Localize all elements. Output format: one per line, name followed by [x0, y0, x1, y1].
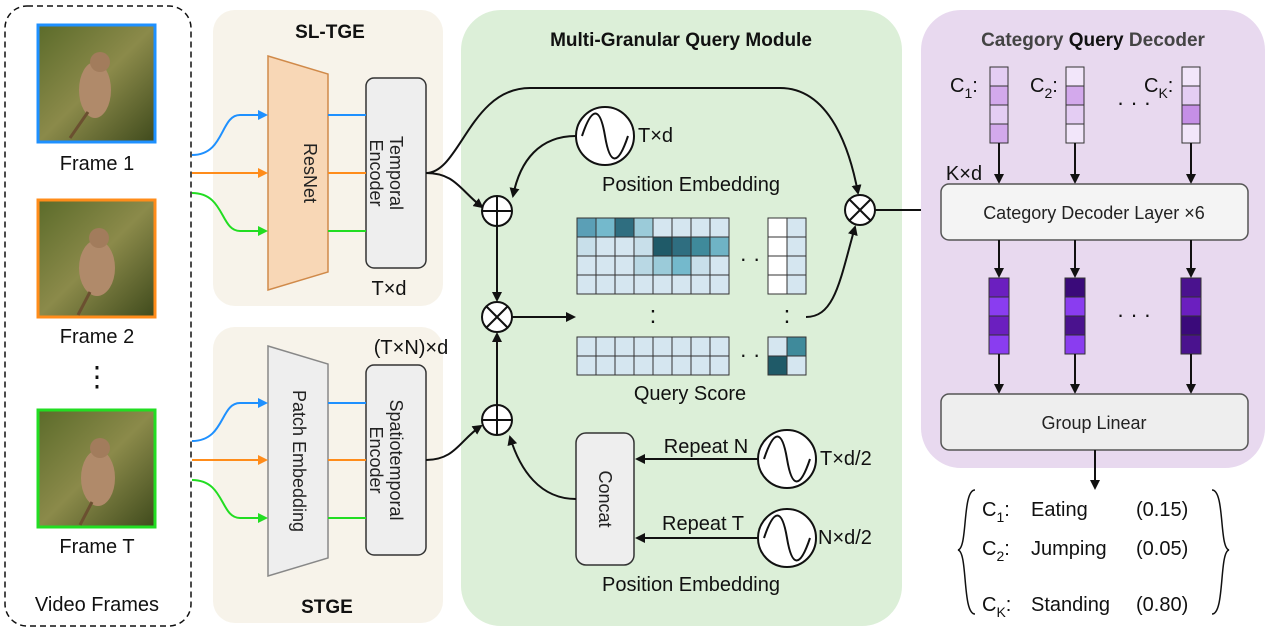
frames-ellipsis: ⋮ — [83, 361, 111, 392]
output-ck-label: Standing — [1031, 594, 1110, 616]
c2-colon: : — [1052, 75, 1058, 97]
times-node-middle-icon — [481, 301, 513, 333]
plus-node-bottom-icon — [481, 404, 513, 436]
spatiotemporal-encoder-line2: Encoder — [366, 426, 386, 493]
ck-query-label: CK: — [1144, 75, 1173, 101]
multi-granular-query-module: Multi-Granular Query Module T×d Position… — [461, 10, 902, 626]
cqd-title-post: Decoder — [1124, 30, 1206, 51]
output-c1-label: Eating — [1031, 499, 1088, 521]
query-score-label: Query Score — [634, 383, 746, 405]
plus-node-top-icon — [481, 195, 513, 227]
c1-sub: 1 — [964, 85, 972, 101]
frame-2-image — [36, 198, 157, 319]
frame-t-image — [36, 408, 157, 529]
pos-dim-label: T×d — [638, 125, 673, 147]
output-c2-sub: 2 — [996, 548, 1004, 564]
cqd-title-mid: Query — [1069, 30, 1124, 51]
resnet-label: ResNet — [300, 143, 320, 203]
ck-letter: C — [1144, 75, 1158, 97]
heatmap-dots-h2: · · — [740, 342, 761, 367]
output-c2: C2: — [982, 538, 1010, 564]
c2-letter: C — [1030, 75, 1044, 97]
stge-title: STGE — [301, 597, 353, 618]
patch-embedding-block — [267, 344, 329, 578]
output-ck-letter: C — [982, 594, 996, 616]
pos-embedding-label: Position Embedding — [602, 174, 780, 196]
output-c1-letter: C — [982, 499, 996, 521]
heatmap-dots-v2: : — [784, 302, 791, 329]
c2-query-label: C2: — [1030, 75, 1058, 101]
times-node-right-icon — [844, 194, 876, 226]
video-frames-label: Video Frames — [35, 594, 159, 616]
temporal-encoder-line1: Temporal — [386, 136, 406, 210]
frame-1-label: Frame 1 — [60, 153, 134, 175]
c2-query-vector — [1065, 66, 1085, 144]
query-score-heatmap-right — [767, 217, 807, 295]
frame-to-backbone-arrows — [191, 110, 268, 523]
output-ck-sub: K — [996, 604, 1006, 620]
c1-letter: C — [950, 75, 964, 97]
prediction-output: C1: Eating (0.15) C2: Jumping (0.05) CK:… — [957, 489, 1230, 620]
spatiotemporal-encoder-line1: Spatiotemporal — [386, 399, 406, 520]
kd-label: K×d — [946, 163, 982, 185]
stge-dim: (T×N)×d — [374, 337, 448, 359]
c1-query-vector — [989, 66, 1009, 144]
frame-1-image — [36, 23, 157, 144]
output-c1: C1: — [982, 499, 1010, 525]
heatmap-dots-v1: : — [650, 302, 657, 329]
mgq-title: Multi-Granular Query Module — [550, 30, 812, 51]
resnet-block — [267, 54, 329, 292]
cqd-title-pre: Category — [981, 30, 1069, 51]
ck-sub: K — [1158, 85, 1168, 101]
right-brace — [1211, 489, 1230, 615]
output-c2-score: (0.05) — [1136, 538, 1188, 560]
patch-embedding-label: Patch Embedding — [289, 390, 309, 532]
c1-colon: : — [972, 75, 978, 97]
ck-query-vector — [1181, 66, 1201, 144]
t-half-label: T×d/2 — [820, 448, 872, 470]
query-score-heatmap — [576, 217, 730, 295]
cqd-title: Category Query Decoder — [981, 30, 1205, 51]
sltge-dim: T×d — [371, 278, 406, 300]
repeat-t-label: Repeat T — [662, 513, 744, 535]
repeat-n-label: Repeat N — [664, 436, 749, 458]
queries-dots: · · · — [1117, 90, 1151, 115]
output-ck: CK: — [982, 594, 1011, 620]
c2-sub: 2 — [1044, 85, 1052, 101]
decoder-layer-label: Category Decoder Layer ×6 — [983, 203, 1205, 223]
output-c2-letter: C — [982, 538, 996, 560]
left-brace — [957, 489, 976, 615]
concat-label: Concat — [595, 470, 615, 527]
output-c2-label: Jumping — [1031, 538, 1107, 560]
heatmap-dots-h1: · · — [740, 246, 761, 271]
temporal-encoder-line2: Encoder — [366, 139, 386, 206]
frame-2-label: Frame 2 — [60, 326, 134, 348]
stge-panel: STGE Patch Embedding Spatiotemporal Enco… — [213, 327, 448, 623]
sltge-title: SL-TGE — [295, 22, 365, 43]
decoded-vector-1 — [988, 277, 1010, 355]
output-ck-score: (0.80) — [1136, 594, 1188, 616]
decoded-vector-k — [1180, 277, 1202, 355]
decoded-vector-2 — [1064, 277, 1086, 355]
c1-query-label: C1: — [950, 75, 978, 101]
category-decoder-layer — [940, 183, 1249, 241]
output-c1-sub: 1 — [996, 509, 1004, 525]
category-query-decoder-panel: Category Query Decoder C1: C2: · · · CK:… — [921, 10, 1265, 468]
output-c1-score: (0.15) — [1136, 499, 1188, 521]
group-linear-label: Group Linear — [1041, 413, 1146, 433]
video-frames-panel: Frame 1 Frame 2 ⋮ Frame T Video Frames — [4, 5, 192, 627]
n-half-label: N×d/2 — [818, 527, 872, 549]
ck-colon: : — [1168, 75, 1174, 97]
query-score-heatmap-bottom — [576, 336, 807, 376]
frame-t-label: Frame T — [59, 536, 134, 558]
pos-embedding-label-2: Position Embedding — [602, 574, 780, 596]
sltge-panel: SL-TGE ResNet Temporal Encoder T×d — [213, 10, 443, 306]
decoded-dots: · · · — [1117, 302, 1151, 327]
